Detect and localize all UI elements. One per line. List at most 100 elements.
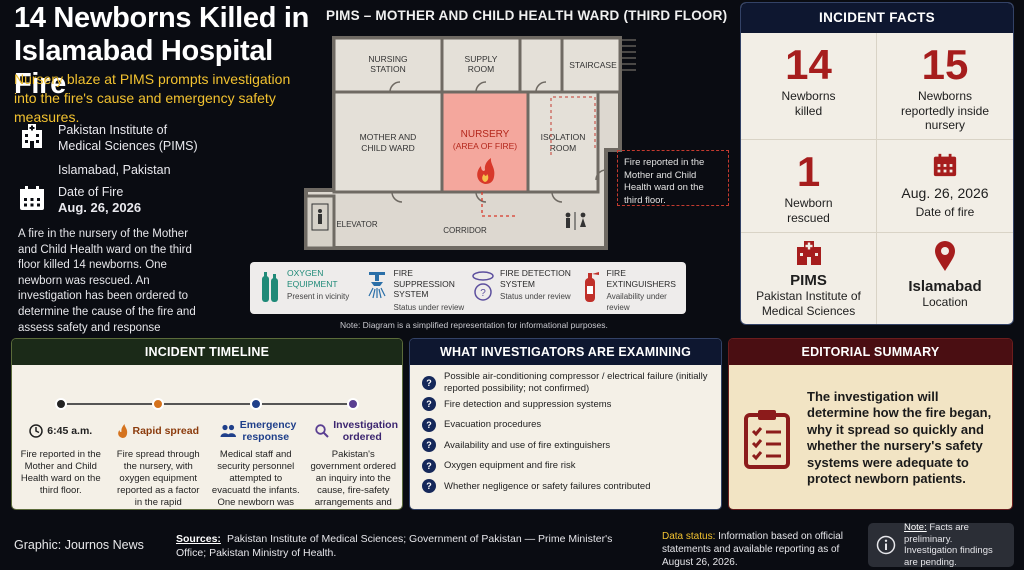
timeline-step-body: Fire spread through the nursery, with ox… xyxy=(116,449,200,508)
fact-rescued-label-1: Newborn xyxy=(784,196,833,210)
timeline-step: Rapid spread Fire spread through the nur… xyxy=(110,398,208,509)
investigation-panel: WHAT INVESTIGATORS ARE EXAMINING ? Possib… xyxy=(409,338,722,510)
sprinkler-icon xyxy=(367,272,386,299)
fact-city-value: Islamabad xyxy=(908,278,982,295)
investigation-list: ? Possible air-conditioning compressor / … xyxy=(410,365,721,497)
question-icon: ? xyxy=(422,375,436,390)
investigation-item-text: Evacuation procedures xyxy=(444,419,542,430)
room-label-elevator: ELEVATOR xyxy=(336,220,378,229)
clock-icon xyxy=(29,424,44,438)
editorial-text: The investigation will determine how the… xyxy=(807,388,992,487)
timeline-step-body: Fire reported in the Mother and Child He… xyxy=(20,449,101,496)
data-status: Data status: Information based on offici… xyxy=(662,530,862,569)
fact-rescued-label-2: rescued xyxy=(787,210,830,225)
list-item: ? Oxygen equipment and fire risk xyxy=(422,456,711,477)
fire-callout: Fire reported in the Mother and Child He… xyxy=(617,150,729,206)
timeline-dot xyxy=(54,398,67,410)
date-label: Date of Fire xyxy=(58,185,124,199)
fact-killed-label-2: killed xyxy=(794,103,823,118)
preliminary-note: Note: Facts are preliminary. Investigati… xyxy=(868,522,1014,568)
fact-killed-label-1: Newborns xyxy=(781,89,836,103)
timeline-title: INCIDENT TIMELINE xyxy=(12,339,402,365)
legend-detection-label-2: SYSTEM xyxy=(500,278,535,289)
timeline-step-heading: Rapid spread xyxy=(132,425,200,437)
timeline-dot xyxy=(152,398,165,410)
legend-detection-label-1: FIRE DETECTION xyxy=(500,268,571,278)
list-item: ?Availability and use of fire extinguish… xyxy=(422,435,711,456)
legend-detection-status: Status under review xyxy=(500,292,571,301)
investigation-title: WHAT INVESTIGATORS ARE EXAMINING xyxy=(410,339,721,365)
timeline-step-body: Medical staff and security personnel att… xyxy=(211,449,300,508)
data-status-label: Data status: xyxy=(662,531,716,542)
sources-text: Pakistan Institute of Medical Sciences; … xyxy=(176,533,613,559)
incident-timeline-panel: INCIDENT TIMELINE 6:45 a.m. Fire reporte… xyxy=(11,338,403,510)
room-label-nursery: NURSERY xyxy=(461,129,510,140)
fact-inside: 15 Newborns reportedly inside nursery xyxy=(877,33,1013,140)
location-block: Pakistan Institute of Medical Sciences (… xyxy=(18,122,198,178)
timeline-step-heading: Emergency response xyxy=(239,419,297,443)
question-icon: ? xyxy=(422,438,436,453)
date-block: Date of Fire Aug. 26, 2026 xyxy=(18,184,141,216)
fact-killed-value: 14 xyxy=(785,41,832,88)
question-icon: ? xyxy=(422,417,436,432)
fact-date: Aug. 26, 2026 Date of fire xyxy=(877,140,1013,233)
legend-extinguishers-label-2: EXTINGUISHERS xyxy=(606,278,676,289)
fact-rescued: 1 Newborn rescued xyxy=(741,140,877,233)
hospital-icon xyxy=(796,241,821,265)
question-icon: ? xyxy=(422,458,436,473)
headline: 14 Newborns Killed in Islamabad Hospital… xyxy=(14,2,310,100)
room-label-nursing: NURSING xyxy=(368,54,407,64)
legend-suppression-label-2: SYSTEM xyxy=(393,289,429,299)
magnifier-icon xyxy=(315,424,329,438)
timeline-step-heading: Investigation ordered xyxy=(333,419,399,443)
room-label-child-ward: CHILD WARD xyxy=(361,143,415,153)
location-pin-icon xyxy=(935,241,955,271)
timeline-dot xyxy=(249,398,262,410)
list-item: ? Whether negligence or safety failures c… xyxy=(422,476,711,497)
svg-text:?: ? xyxy=(480,288,486,299)
fact-date-label: Date of fire xyxy=(915,205,975,219)
room-label-supply: SUPPLY xyxy=(465,54,498,64)
timeline-dot xyxy=(347,398,360,410)
extinguisher-icon xyxy=(584,272,599,302)
question-icon: ? xyxy=(422,397,436,412)
room-label-station: STATION xyxy=(370,64,406,74)
clipboard-icon xyxy=(744,410,790,469)
subheadline: Nursery blaze at PIMS prompts investigat… xyxy=(14,71,291,125)
list-item: ? Fire detection and suppression systems xyxy=(422,394,711,415)
callout-connector xyxy=(550,96,596,155)
flame-icon xyxy=(477,158,495,184)
room-label-mother: MOTHER AND xyxy=(360,132,417,142)
note-label: Note: xyxy=(904,522,927,533)
smoke-detector-icon: ? xyxy=(472,271,494,301)
room-label-area-of-fire: (AREA OF FIRE) xyxy=(453,141,517,151)
investigation-item-text: Possible air-conditioning compressor / e… xyxy=(444,371,708,394)
list-item: ? Possible air-conditioning compressor / … xyxy=(422,371,711,394)
legend-extinguishers-label-1: FIRE xyxy=(606,268,626,278)
investigation-item-text: Oxygen equipment and fire risk xyxy=(444,460,576,471)
timeline-step: 6:45 a.m. Fire reported in the Mother an… xyxy=(12,398,110,509)
fact-hospital-label-2: Medical Sciences xyxy=(761,303,856,318)
location-name: Pakistan Institute of Medical Sciences (… xyxy=(58,123,198,153)
timeline-step-heading: 6:45 a.m. xyxy=(47,425,93,437)
fact-city: Islamabad Location xyxy=(877,233,1013,324)
calendar-icon xyxy=(20,186,44,210)
room-label-isolation-room: ROOM xyxy=(550,143,576,153)
diagram-note: Note: Diagram is a simplified representa… xyxy=(340,320,608,330)
investigation-item-text: Whether negligence or safety failures co… xyxy=(444,480,651,492)
calendar-icon xyxy=(933,153,957,177)
fact-inside-value: 15 xyxy=(921,41,969,88)
incident-facts-panel: INCIDENT FACTS 14 Newborns killed 15 New… xyxy=(740,2,1014,325)
floor-plan-title: PIMS – MOTHER AND CHILD HEALTH WARD (THI… xyxy=(326,8,728,23)
date-value: Aug. 26, 2026 xyxy=(58,200,142,215)
timeline-step: Emergency response Medical staff and sec… xyxy=(207,398,305,509)
people-icon xyxy=(220,424,236,437)
fact-city-label: Location xyxy=(922,295,968,309)
question-icon: ? xyxy=(422,479,436,494)
investigation-item-text: Fire detection and suppression systems xyxy=(444,398,612,410)
flame-icon xyxy=(118,424,128,438)
